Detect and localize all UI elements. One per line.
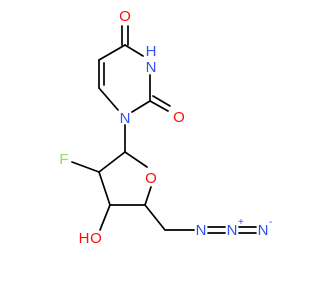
charge-plus: +: [238, 217, 244, 228]
bond-n1-c2: [131, 100, 151, 113]
atom-n3-h: H: [146, 43, 157, 60]
bond-c2-o-a: [149, 100, 169, 112]
bond-c3prime-oh: [99, 204, 111, 231]
bond-c2-c3prime: [98, 171, 111, 206]
atom-labels: O H N O N F O H O N N + N -: [59, 8, 272, 247]
atom-o-ring: O: [145, 170, 157, 187]
bond-c2-o-b: [152, 95, 171, 107]
atom-azide-n2: N: [227, 222, 238, 239]
bond-o4-c1prime: [124, 151, 148, 168]
bond-c2prime-f: [71, 161, 100, 173]
molecule-structure: O H N O N F O H O N N + N -: [59, 8, 272, 247]
bond-c4-c5: [98, 44, 126, 61]
atom-n1: N: [120, 110, 131, 127]
bonds: [71, 25, 257, 234]
bond-c6-n1: [98, 87, 119, 111]
atom-azide-n3: N: [258, 222, 269, 239]
charge-minus: -: [269, 217, 272, 228]
bond-n3-c4: [124, 44, 144, 57]
atom-hydroxyl-h: H: [79, 230, 90, 247]
atom-n3: N: [146, 59, 157, 76]
atom-o-top: O: [119, 8, 131, 25]
atom-o-right: O: [173, 109, 185, 126]
atom-hydroxyl-o: O: [90, 230, 102, 247]
atom-azide-n1: N: [196, 222, 207, 239]
bond-c4-o4prime: [144, 186, 152, 206]
atom-fluorine: F: [59, 151, 68, 168]
bond-c4prime-c5prime: [144, 204, 166, 231]
bond-c1-c2prime: [98, 151, 126, 173]
